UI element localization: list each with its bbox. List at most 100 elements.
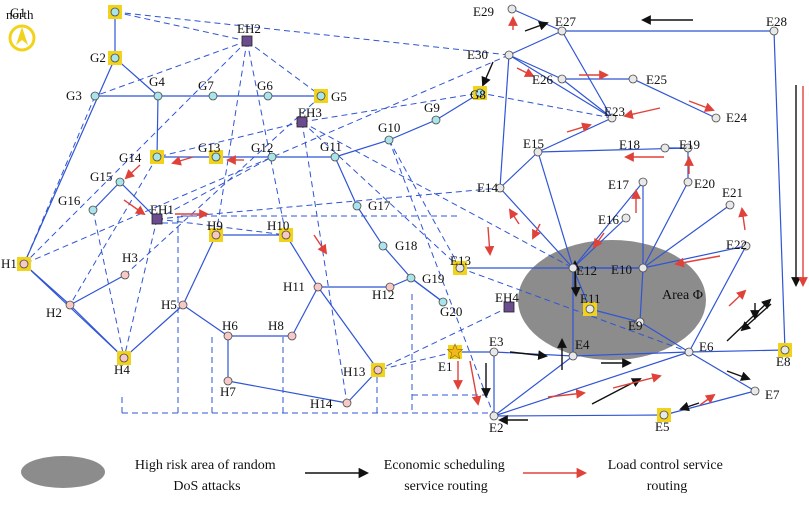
node-marker <box>223 331 233 341</box>
power-line-E23-E15 <box>537 117 613 153</box>
node-marker <box>281 230 291 240</box>
node-label: G12 <box>251 140 273 155</box>
node-marker <box>780 345 790 355</box>
node-marker <box>263 91 273 101</box>
node-marker <box>431 115 441 125</box>
power-line-G2-G4 <box>114 57 159 97</box>
node-label: E28 <box>766 14 787 29</box>
power-line-G18-G19 <box>382 245 412 279</box>
node-label: H12 <box>372 287 394 302</box>
economic-route-arrow <box>481 61 494 87</box>
power-line-E27-E30 <box>508 30 563 56</box>
legend-economic-line1: Economic scheduling <box>384 458 505 473</box>
node-label: G7 <box>198 78 214 93</box>
node-marker <box>607 113 617 123</box>
node-marker <box>660 143 670 153</box>
node-label: E1 <box>438 359 452 374</box>
node-marker <box>628 74 638 84</box>
power-line-E6-E8 <box>688 349 786 353</box>
node-marker <box>153 91 163 101</box>
node-g20: G20 <box>438 297 462 319</box>
economic-route-arrow <box>740 303 772 332</box>
node-marker <box>406 273 416 283</box>
node-g19: G19 <box>406 271 444 286</box>
node-marker <box>211 152 221 162</box>
node-marker <box>683 143 693 153</box>
power-line-H1-G2 <box>23 57 116 265</box>
node-g12: G12 <box>251 140 277 162</box>
node-label: E14 <box>477 180 498 195</box>
node-marker <box>223 376 233 386</box>
node-label: E22 <box>726 237 747 252</box>
node-g11: G11 <box>320 139 342 162</box>
comm-link-G1-E30 <box>114 11 510 56</box>
node-label: E20 <box>694 176 715 191</box>
node-g14: G14 <box>119 150 164 165</box>
node-label: G18 <box>395 238 417 253</box>
node-e25: E25 <box>628 72 667 87</box>
legend-load-label: Load control service routing <box>608 458 727 494</box>
node-label: G11 <box>320 139 342 154</box>
power-line-E10-E9 <box>639 267 644 323</box>
node-g8: G8 <box>470 86 487 102</box>
node-h11: H11 <box>283 279 323 294</box>
load-route-arrow <box>566 122 592 133</box>
node-marker <box>507 4 517 14</box>
comm-link-EH1-H4 <box>123 218 158 359</box>
node-label: E3 <box>489 334 503 349</box>
compass-needle-icon <box>16 27 28 45</box>
node-e29: E29 <box>473 4 517 19</box>
power-line-E6-E22 <box>688 245 747 353</box>
node-label: H5 <box>161 297 177 312</box>
node-marker <box>342 398 352 408</box>
power-line-E7-E6 <box>688 351 756 392</box>
node-g7: G7 <box>198 78 218 101</box>
node-label: E25 <box>646 72 667 87</box>
load-route-arrow <box>123 199 146 216</box>
node-h14: H14 <box>310 396 352 411</box>
node-label: G5 <box>331 89 347 104</box>
load-routes <box>123 16 808 406</box>
power-line-E20-E10 <box>642 181 689 269</box>
node-h6: H6 <box>222 318 238 341</box>
node-h10: H10 <box>267 218 293 242</box>
node-marker <box>495 183 505 193</box>
node-g6: G6 <box>257 78 273 101</box>
load-route-arrow <box>738 207 748 231</box>
node-marker <box>769 26 779 36</box>
load-route-arrow <box>547 388 586 399</box>
load-route-arrow <box>623 107 661 120</box>
power-line-G15-EH1 <box>119 181 158 220</box>
node-eh2: EH2 <box>237 21 261 47</box>
node-eh1: EH1 <box>150 202 174 225</box>
node-g15: G15 <box>90 169 125 187</box>
node-g2: G2 <box>90 50 122 65</box>
node-marker <box>621 213 631 223</box>
legend-risk-label: High risk area of random DoS attacks <box>135 458 279 494</box>
node-label: EH4 <box>495 290 519 305</box>
node-label: G4 <box>149 74 165 89</box>
node-marker <box>65 300 75 310</box>
node-label: E19 <box>679 137 700 152</box>
power-line-G10-G9 <box>388 119 437 141</box>
north-compass: north <box>6 7 36 52</box>
node-label: H13 <box>343 364 365 379</box>
power-line-E10-E21 <box>642 204 731 269</box>
node-e23: E23 <box>604 104 625 123</box>
dos-risk-area <box>518 240 706 360</box>
load-route-arrow <box>484 226 495 256</box>
node-label: G15 <box>90 169 112 184</box>
node-label: H6 <box>222 318 238 333</box>
node-h13: H13 <box>343 363 385 379</box>
node-marker <box>585 304 595 314</box>
node-marker <box>287 331 297 341</box>
node-eh4: EH4 <box>495 290 519 313</box>
power-line-E6-E2 <box>493 351 690 417</box>
communication-trunks <box>121 215 492 414</box>
node-g16: G16 <box>58 193 98 215</box>
comm-link-EH1-E14 <box>156 187 501 220</box>
node-label: E11 <box>580 291 600 306</box>
power-line-E9-E6 <box>639 321 690 353</box>
power-line-G16-G15 <box>92 181 121 211</box>
